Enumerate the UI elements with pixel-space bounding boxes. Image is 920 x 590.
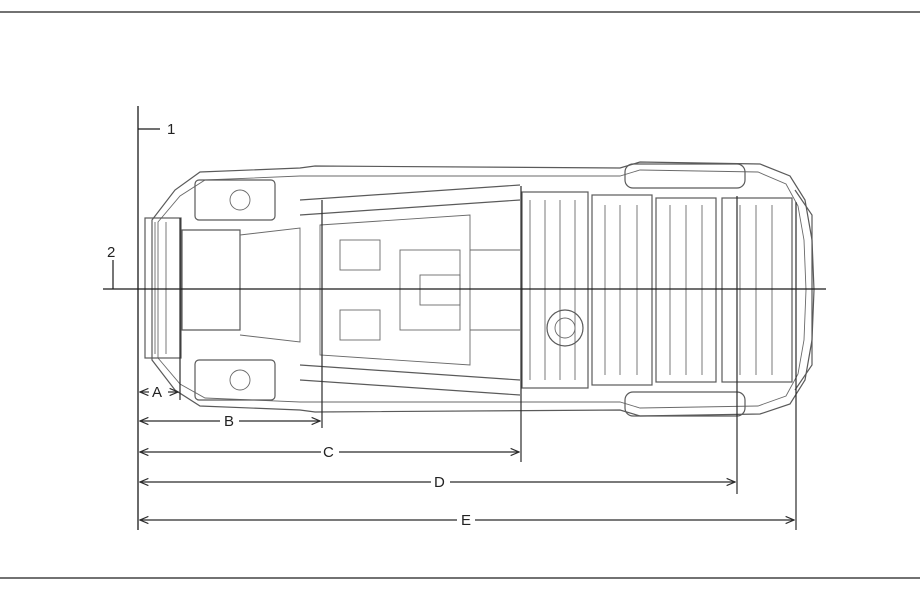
datum-line-callout: 1 xyxy=(167,121,175,138)
dim-c-label: C xyxy=(323,444,334,461)
dim-d-label: D xyxy=(434,474,445,491)
center-line-callout: 2 xyxy=(107,244,115,261)
dim-e-label: E xyxy=(461,512,471,529)
dimension-c: C xyxy=(140,444,519,461)
dimension-d: D xyxy=(140,474,735,491)
dimension-b: B xyxy=(140,413,320,430)
dimension-a: A xyxy=(140,384,178,401)
dimension-e: E xyxy=(140,512,794,529)
dim-b-label: B xyxy=(224,413,234,430)
dim-a-label: A xyxy=(152,384,162,401)
vehicle-underbody xyxy=(144,161,815,417)
